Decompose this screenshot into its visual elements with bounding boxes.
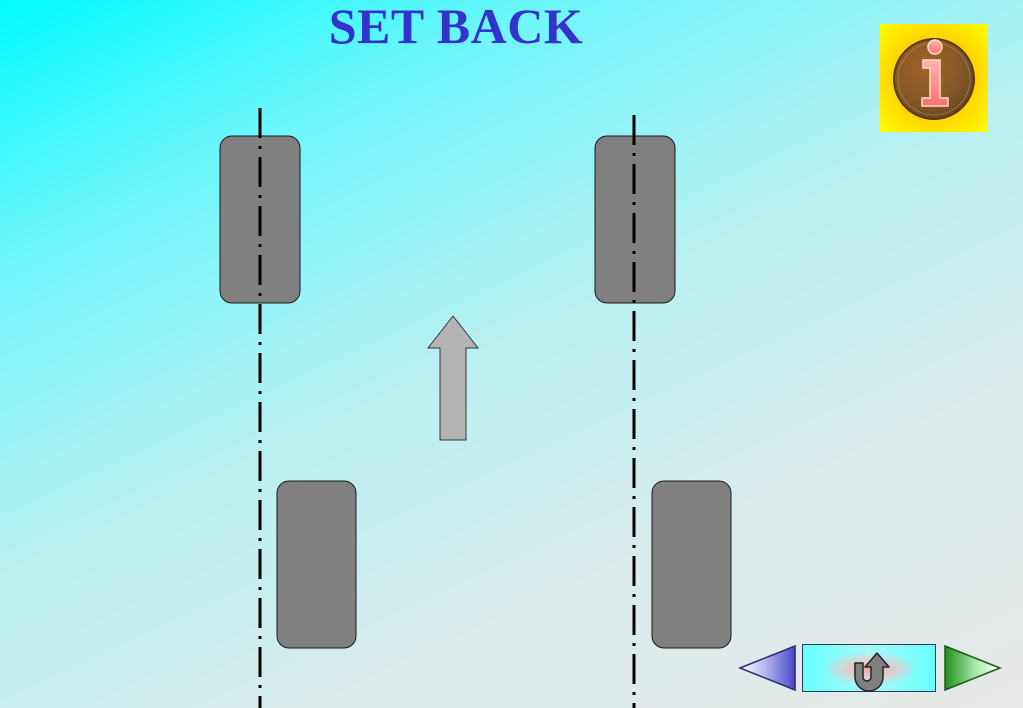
next-button[interactable] (942, 644, 1002, 694)
block-bottom-right (651, 480, 732, 649)
previous-button[interactable] (738, 644, 798, 694)
triangle-right-icon (944, 644, 1002, 692)
return-button[interactable] (802, 644, 936, 692)
u-turn-arrow-icon (854, 652, 890, 692)
info-button[interactable] (880, 24, 988, 132)
block-bottom-left (276, 480, 357, 649)
info-icon (893, 38, 975, 120)
triangle-left-icon (738, 644, 796, 692)
up-arrow-icon (426, 315, 480, 441)
slide-title: SET BACK (328, 0, 584, 54)
